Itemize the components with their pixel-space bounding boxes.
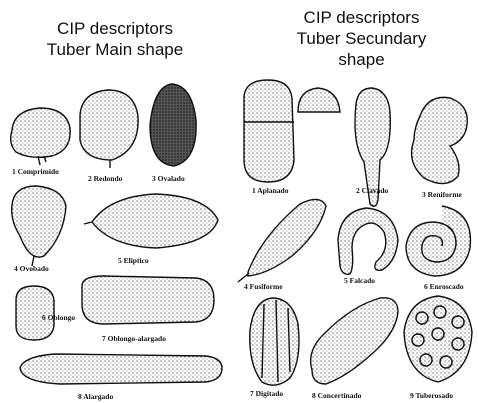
digitado-tuber	[250, 298, 299, 385]
label-digitado: 7 Digitado	[250, 389, 283, 398]
eliptico-tuber	[92, 194, 218, 248]
label-reniforme: 3 Reniforme	[422, 190, 462, 199]
label-falcado: 5 Falcado	[344, 276, 375, 285]
label-eliptico: 5 Eliptico	[118, 256, 149, 265]
label-fusiforme: 4 Fusiforme	[244, 282, 283, 291]
label-tuberosado: 9 Tuberosado	[410, 391, 453, 400]
aplanado-tuber	[244, 80, 294, 182]
label-aplanado: 1 Aplanado	[252, 186, 288, 195]
label-ovalado: 3 Ovalado	[152, 174, 185, 183]
comprimido-tuber	[11, 108, 71, 157]
falcado-tuber	[338, 208, 398, 274]
label-clavado: 2 Clavado	[356, 186, 388, 195]
label-enroscado: 6 Enroscado	[424, 282, 464, 291]
concertinado-tuber	[311, 298, 398, 384]
label-comprimido: 1 Comprimido	[12, 167, 59, 176]
label-redondo: 2 Redondo	[88, 174, 122, 183]
reniforme-tuber	[412, 97, 468, 183]
ovalado-tuber	[150, 84, 196, 166]
label-ovobado: 4 Ovobado	[14, 264, 49, 273]
ovobado-tuber	[12, 186, 66, 257]
enroscado-tuber	[406, 206, 470, 276]
oblongo-alargado-tuber	[82, 276, 214, 324]
fusiforme-tuber	[248, 199, 326, 276]
label-oblongo-alargado: 7 Oblongo-alargado	[102, 334, 166, 343]
alargado-tuber	[20, 354, 222, 384]
label-oblongo: 6 Oblongo	[42, 313, 75, 322]
aplanado-slice	[298, 88, 340, 112]
label-alargado: 8 Alargado	[78, 392, 113, 401]
redondo-tuber	[80, 90, 138, 160]
label-concertinado: 8 Concertinado	[312, 391, 361, 400]
